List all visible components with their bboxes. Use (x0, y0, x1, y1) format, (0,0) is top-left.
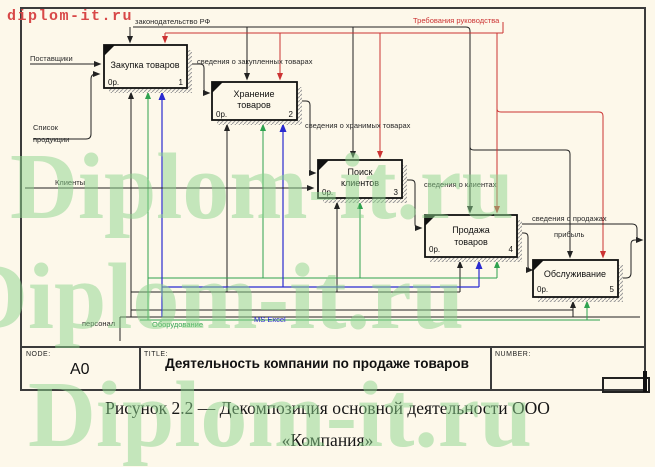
activity-box-4-title-line1: Продажа (452, 225, 490, 235)
number-cell-box (602, 377, 650, 393)
activity-box-2-title-line2: товаров (237, 100, 271, 110)
label-svedeniya-hranimyh: сведения о хранимых товарах (305, 121, 411, 130)
label-svedeniya-zakuplennyh: сведения о закупленных товарах (197, 57, 313, 66)
activity-box-1-cost: 0р. (108, 78, 119, 87)
figure-caption-line1: Рисунок 2.2 — Декомпозиция основной деят… (105, 398, 550, 418)
activity-box-1: Закупка товаров 0р. 1 (103, 44, 192, 93)
activity-box-2-cost: 0р. (216, 110, 227, 119)
input-arrows (25, 61, 315, 191)
control-arrows-black (127, 26, 573, 259)
activity-box-3-cost: 0р. (322, 188, 333, 197)
figure-caption: Рисунок 2.2 — Декомпозиция основной деят… (0, 398, 655, 451)
control-arrows-red (162, 22, 606, 259)
label-klienty: Клиенты (55, 178, 85, 187)
diagram-title: Деятельность компании по продаже товаров (165, 356, 469, 371)
frame-right-mark (643, 371, 647, 392)
activity-box-3-number: 3 (394, 188, 399, 197)
idef0-diagram: Закупка товаров 0р. 1 Хранение товаров 0… (25, 16, 644, 341)
figure-caption-line2: «Компания» (281, 430, 374, 450)
label-spisok: Список (33, 123, 59, 132)
title-label: TITLE: (144, 351, 169, 358)
mechanism-lines-black (119, 91, 640, 341)
activity-box-3-title-line2: клиентов (341, 178, 379, 188)
titlebar-divider-2 (490, 348, 492, 389)
label-oborudovanie: Оборудование (152, 320, 203, 329)
number-label: NUMBER: (495, 351, 531, 358)
activity-box-4-number: 4 (509, 245, 514, 254)
label-postavshiki: Поставщики (30, 54, 73, 63)
label-svedeniya-prodazhah: сведения о продажах (532, 214, 607, 223)
activity-box-5-number: 5 (610, 285, 615, 294)
activity-box-4-cost: 0р. (429, 245, 440, 254)
titlebar-divider-1 (139, 348, 141, 389)
node-label: NODE: (26, 351, 51, 358)
label-zakonodatelstvo-rf: законодательство РФ (135, 17, 210, 26)
node-value: A0 (70, 361, 90, 378)
activity-box-4: Продажа товаров 0р. 4 (424, 214, 522, 262)
output-arrows (187, 63, 644, 279)
activity-box-3: Поиск клиентов 0р. 3 (317, 159, 407, 203)
label-trebovaniya-rukovodstva: Требования руководства (413, 16, 500, 25)
label-pribyl: прибыль (554, 230, 584, 239)
activity-box-4-title-line2: товаров (454, 237, 488, 247)
activity-box-2-number: 2 (289, 110, 294, 119)
activity-box-5-cost: 0р. (537, 285, 548, 294)
title-bar: NODE: A0 TITLE: Деятельность компании по… (20, 346, 650, 393)
label-svedeniya-klientah: сведения о клиентах (424, 180, 497, 189)
label-personal: персонал (82, 319, 115, 328)
mechanism-lines-blue (158, 91, 483, 317)
mechanism-lines-green (140, 91, 600, 321)
label-produkcii: продукции (33, 135, 69, 144)
label-ms-excel: MS Excel (254, 315, 286, 324)
activity-box-2-title-line1: Хранение (234, 89, 275, 99)
activity-box-1-title: Закупка товаров (111, 60, 180, 70)
activity-box-1-number: 1 (179, 78, 184, 87)
activity-box-5-title: Обслуживание (544, 269, 606, 279)
activity-box-5: Обслуживание 0р. 5 (532, 259, 623, 302)
activity-box-2: Хранение товаров 0р. 2 (211, 81, 302, 125)
activity-box-3-title-line1: Поиск (348, 167, 373, 177)
